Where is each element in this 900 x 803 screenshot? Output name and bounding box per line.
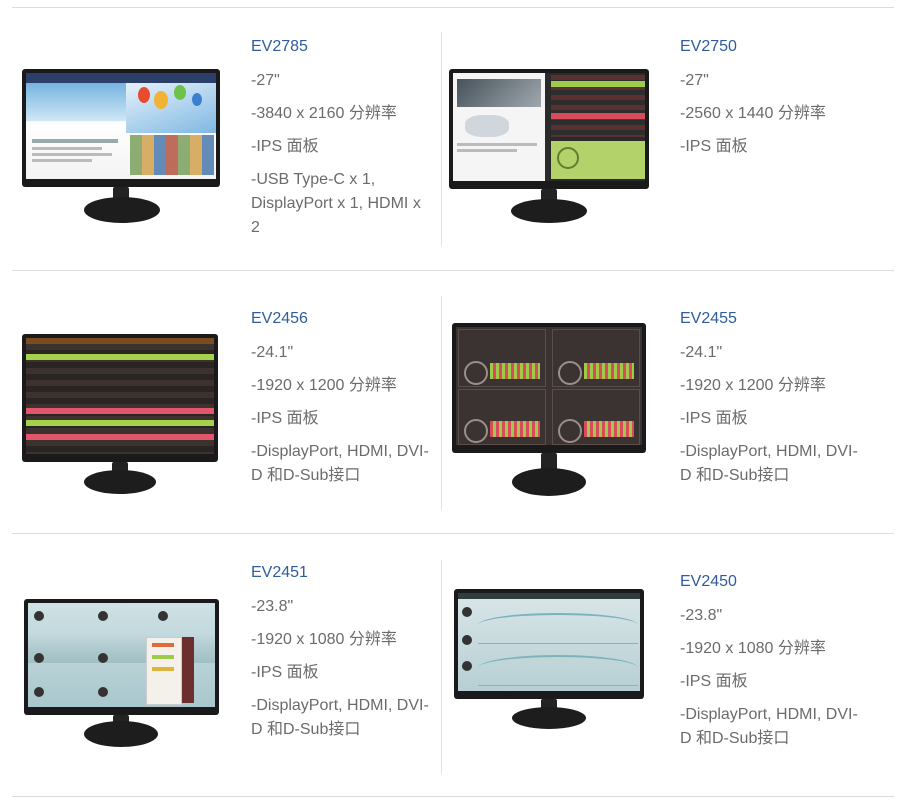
- monitor-image[interactable]: [452, 323, 646, 501]
- monitor-image[interactable]: [449, 69, 649, 226]
- product-model-link[interactable]: EV2785: [251, 38, 308, 55]
- monitor-image[interactable]: [22, 69, 220, 226]
- product-model-link[interactable]: EV2456: [251, 310, 308, 327]
- spec-size: -27": [680, 72, 709, 89]
- monitor-image[interactable]: [22, 334, 218, 498]
- spec-resolution: -1920 x 1200 分辨率: [680, 377, 826, 394]
- row-divider: [12, 270, 894, 271]
- monitor-image[interactable]: [24, 599, 219, 751]
- column-divider: [441, 32, 442, 246]
- spec-panel: -IPS 面板: [251, 138, 319, 155]
- spec-resolution: -1920 x 1080 分辨率: [251, 631, 397, 648]
- spec-size: -23.8": [680, 607, 723, 624]
- row-divider: [12, 7, 894, 8]
- spec-panel: -IPS 面板: [680, 138, 748, 155]
- spec-resolution: -3840 x 2160 分辨率: [251, 105, 397, 122]
- product-model-link[interactable]: EV2451: [251, 564, 308, 581]
- spec-size: -27": [251, 72, 280, 89]
- spec-ports: -DisplayPort, HDMI, DVI-D 和D-Sub接口: [251, 443, 429, 484]
- row-divider: [12, 796, 894, 797]
- product-model-link[interactable]: EV2455: [680, 310, 737, 327]
- spec-resolution: -1920 x 1080 分辨率: [680, 640, 826, 657]
- row-divider: [12, 533, 894, 534]
- column-divider: [441, 296, 442, 510]
- spec-ports: -DisplayPort, HDMI, DVI-D 和D-Sub接口: [251, 697, 429, 738]
- spec-size: -24.1": [680, 344, 723, 361]
- spec-panel: -IPS 面板: [680, 410, 748, 427]
- spec-ports: -DisplayPort, HDMI, DVI-D 和D-Sub接口: [680, 443, 858, 484]
- spec-ports: -USB Type-C x 1, DisplayPort x 1, HDMI x…: [251, 171, 421, 236]
- spec-size: -23.8": [251, 598, 294, 615]
- spec-panel: -IPS 面板: [680, 673, 748, 690]
- spec-panel: -IPS 面板: [251, 664, 319, 681]
- spec-resolution: -1920 x 1200 分辨率: [251, 377, 397, 394]
- monitor-image[interactable]: [454, 589, 644, 731]
- product-model-link[interactable]: EV2750: [680, 38, 737, 55]
- spec-ports: -DisplayPort, HDMI, DVI-D 和D-Sub接口: [680, 706, 858, 747]
- spec-resolution: -2560 x 1440 分辨率: [680, 105, 826, 122]
- column-divider: [441, 560, 442, 774]
- spec-size: -24.1": [251, 344, 294, 361]
- product-model-link[interactable]: EV2450: [680, 573, 737, 590]
- spec-panel: -IPS 面板: [251, 410, 319, 427]
